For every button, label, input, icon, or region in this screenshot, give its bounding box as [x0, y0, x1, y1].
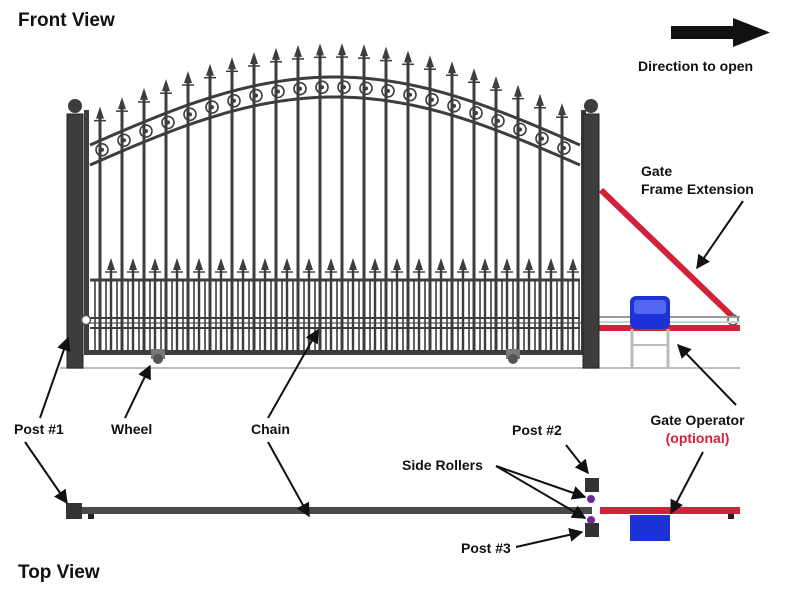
sliding-gate	[84, 43, 586, 355]
post-1-top	[66, 503, 82, 519]
side-rollers-label: Side Rollers	[402, 457, 483, 473]
top-view-title: Top View	[18, 562, 100, 583]
gate-operator-top	[630, 515, 670, 541]
post-3-label: Post #3	[461, 540, 511, 556]
chain-label: Chain	[251, 421, 290, 437]
gate-frame-extension-label-line2: Frame Extension	[641, 181, 754, 197]
direction-arrow-icon	[671, 18, 770, 47]
post-2-label: Post #2	[512, 422, 562, 438]
direction-label: Direction to open	[638, 58, 754, 74]
gate-frame-extension-top	[600, 507, 740, 514]
post-2-top	[585, 478, 599, 492]
wheel-icon	[151, 349, 520, 364]
gate-operator-optional-label: (optional)	[665, 430, 730, 446]
wheel-label: Wheel	[111, 421, 153, 437]
side-roller-icon	[587, 495, 595, 503]
post-2-front	[582, 113, 600, 369]
front-view-title: Front View	[18, 10, 115, 31]
post-3-top	[585, 523, 599, 537]
gate-frame-extension-label-line1: Gate	[641, 163, 673, 179]
top-view-drawing	[66, 478, 740, 541]
post-1-front	[66, 113, 84, 369]
post-1-label: Post #1	[14, 421, 64, 437]
gate-top	[82, 507, 592, 514]
side-roller-icon	[587, 516, 595, 524]
pointer-arrows	[24, 200, 744, 548]
gate-operator-unit	[630, 296, 670, 367]
gate-operator-label: Gate Operator	[650, 412, 745, 428]
